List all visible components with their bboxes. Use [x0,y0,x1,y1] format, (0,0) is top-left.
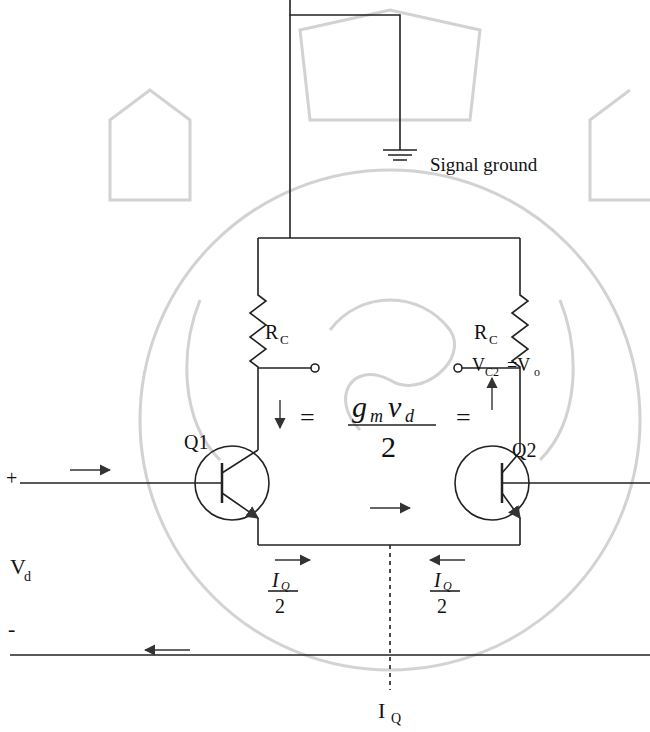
signal-name: =V [507,356,530,374]
current-arrows [70,378,492,650]
signal-subscript: Q [391,712,401,726]
signal-name: I [378,700,385,722]
ground-symbol [383,150,417,160]
resistor-symbol [250,238,266,450]
part-subscript: C [489,333,498,346]
signal-subscript: Q [281,580,290,592]
signal-name: 2 [381,432,396,462]
symbol: = [300,405,315,431]
symbol: = [456,405,471,431]
signal-name: g [352,392,367,422]
signal-subscript: m [370,407,383,425]
signal-name: Signal ground [430,155,537,174]
part-name: Q2 [512,440,536,460]
signal-name: I [434,570,441,590]
part-name: R [265,322,278,342]
signal-name: 2 [437,596,447,616]
watermark [110,10,650,670]
resistor-symbol [512,238,528,452]
terminal [454,364,462,372]
signal-name: V [10,556,26,578]
signal-subscript: d [24,570,31,584]
signal-subscript: Q [443,580,452,592]
pin-sign: - [8,618,15,640]
pin-sign: + [6,468,17,488]
part-name: Q1 [184,432,208,452]
signal-subscript: d [405,407,414,425]
signal-subscript: C2 [485,366,499,378]
signal-name: I [272,570,279,590]
signal-name: v [388,392,401,422]
signal-name: V [472,356,485,374]
signal-subscript: o [534,366,540,378]
part-subscript: C [280,333,289,346]
signal-name: 2 [275,596,285,616]
terminal [311,364,319,372]
part-name: R [474,322,487,342]
wires [10,0,650,690]
